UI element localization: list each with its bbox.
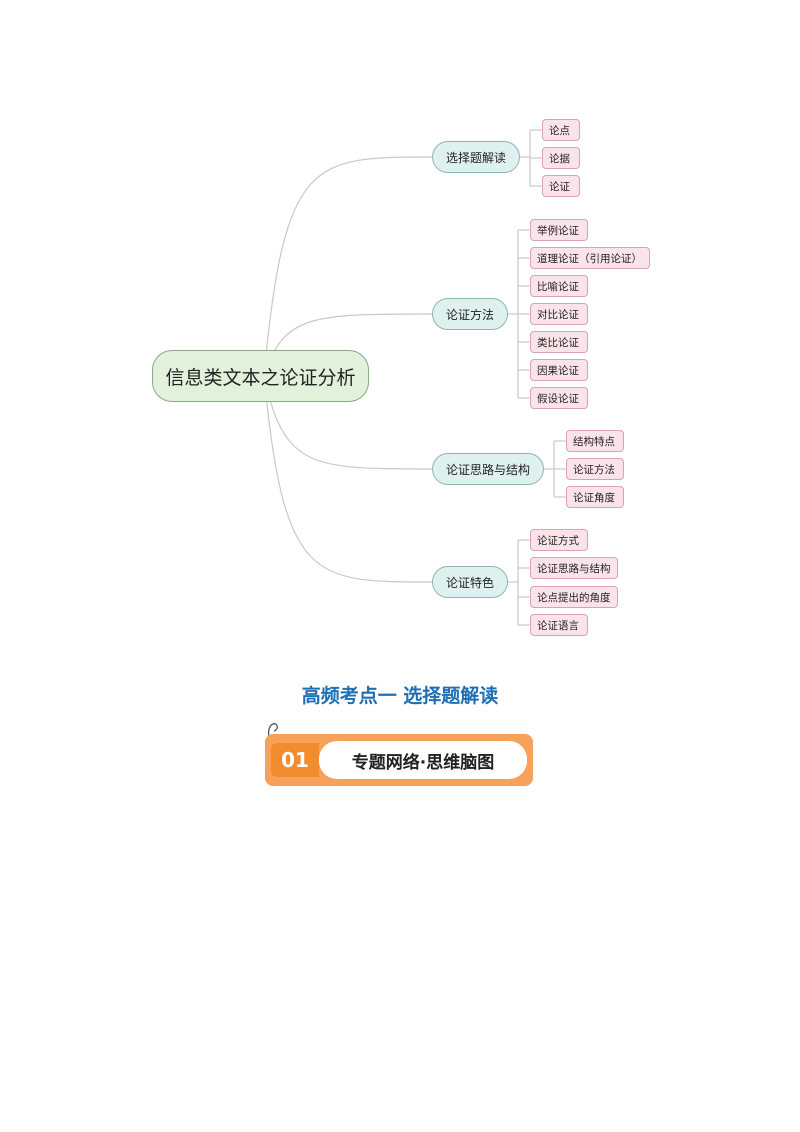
leaf-metaphor-argument: 比喻论证 <box>530 275 588 297</box>
root-branch-connector <box>263 156 433 377</box>
leaf-reasoning-argument: 道理论证（引用论证） <box>530 247 650 269</box>
mind-map: 信息类文本之论证分析 选择题解读 论点 论据 论证 论证方法 举例论证 道理论证… <box>152 119 650 636</box>
branch-argument-structure: 论证思路与结构 <box>432 453 544 485</box>
leaf-point-angle: 论点提出的角度 <box>530 586 618 608</box>
mind-map-root: 信息类文本之论证分析 <box>152 350 369 402</box>
leaf-example-argument: 举例论证 <box>530 219 588 241</box>
branch-selection-questions: 选择题解读 <box>432 141 520 173</box>
leaf-hypothetical-argument: 假设论证 <box>530 387 588 409</box>
leaf-angle: 论证角度 <box>566 486 624 508</box>
topic-banner: 01 专题网络·思维脑图 <box>265 723 533 786</box>
root-branch-connector <box>263 375 433 583</box>
mind-map-connectors <box>263 129 566 626</box>
leaf-argument-thinking: 论证思路与结构 <box>530 557 618 579</box>
branch-argument-methods: 论证方法 <box>432 298 508 330</box>
leaf-structure-features: 结构特点 <box>566 430 624 452</box>
leaf-evidence: 论据 <box>542 147 580 169</box>
leaf-argumentation: 论证 <box>542 175 580 197</box>
leaf-argument-style: 论证方式 <box>530 529 588 551</box>
branch-argument-features: 论证特色 <box>432 566 508 598</box>
leaf-argument-point: 论点 <box>542 119 580 141</box>
section-heading: 高频考点一 选择题解读 <box>301 685 499 707</box>
banner-number: 01 <box>271 743 319 777</box>
leaf-argument-language: 论证语言 <box>530 614 588 636</box>
leaf-contrast-argument: 对比论证 <box>530 303 588 325</box>
leaf-causal-argument: 因果论证 <box>530 359 588 381</box>
root-branch-connector <box>263 375 433 470</box>
banner-title: 专题网络·思维脑图 <box>319 741 527 779</box>
leaf-method: 论证方法 <box>566 458 624 480</box>
leaf-analogy-argument: 类比论证 <box>530 331 588 353</box>
